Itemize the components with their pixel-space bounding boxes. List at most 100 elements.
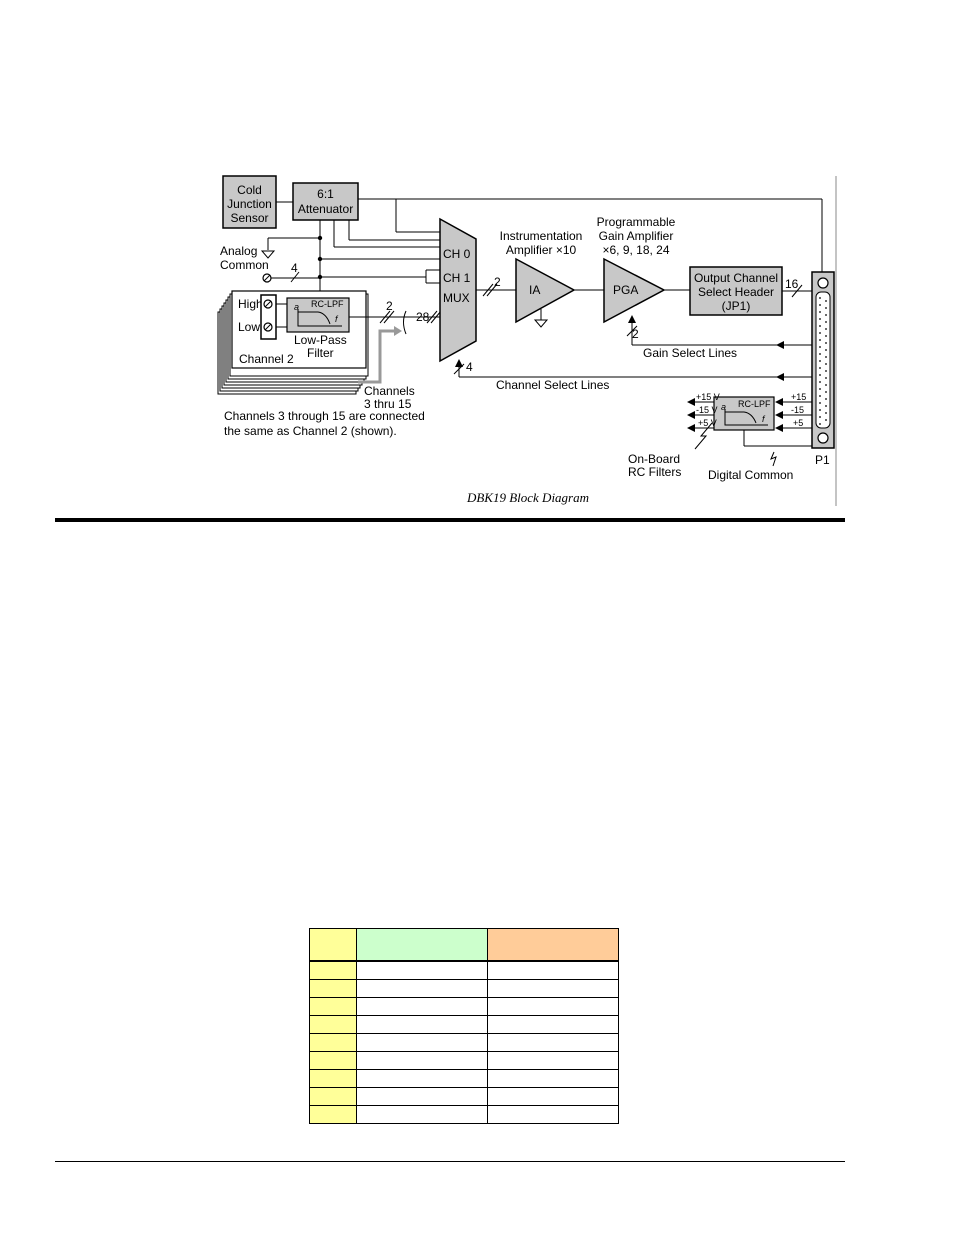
bus-width-4-label: 4 <box>291 261 298 275</box>
attenuator-label-1: 6:1 <box>317 187 334 201</box>
low-input-label: Low <box>238 320 260 334</box>
table-cell <box>356 1105 488 1124</box>
ia-caption-2: Amplifier ×10 <box>506 243 577 257</box>
table-cell <box>309 1087 357 1106</box>
ia-caption-1: Instrumentation <box>500 229 583 243</box>
table-cell <box>487 1105 619 1124</box>
table-cell <box>309 979 357 998</box>
attenuator-label-2: Attenuator <box>298 202 353 216</box>
table-row <box>309 960 619 980</box>
table-header-cell <box>309 928 357 962</box>
cjs-label-1: Cold <box>237 183 262 197</box>
onboard-rc-label-2: RC Filters <box>628 465 681 479</box>
analog-ground-icon <box>260 250 276 259</box>
analog-common-label-1: Analog <box>220 244 257 258</box>
channels-note-2: the same as Channel 2 (shown). <box>224 424 397 438</box>
table-cell <box>487 1069 619 1088</box>
bus-width-16-label: 16 <box>785 277 799 291</box>
ocsh-label-3: (JP1) <box>722 299 751 313</box>
bus-width-28-label: 28 <box>416 310 430 324</box>
table-row <box>309 979 619 998</box>
plus15-in-label: +15 <box>791 392 806 402</box>
ia-ground-icon <box>533 319 549 328</box>
table-cell <box>309 1051 357 1070</box>
table-cell <box>487 1033 619 1052</box>
table-cell <box>356 1069 488 1088</box>
table-header-row <box>309 928 619 962</box>
table-row <box>309 997 619 1016</box>
p1-label: P1 <box>815 453 830 467</box>
mux-block: CH 0 CH 1 MUX <box>439 217 477 363</box>
minus15v-out-label: -15 V <box>696 405 718 415</box>
channels-label-2: 3 thru 15 <box>364 397 412 411</box>
table-cell <box>356 979 488 998</box>
programmable-gain-amplifier-block: PGA <box>603 257 666 324</box>
dbk19-block-diagram: Cold Junction Sensor 6:1 Attenuator Anal… <box>217 175 837 506</box>
channels-label-1: Channels <box>364 384 415 398</box>
bus-width-2c-label: 2 <box>632 327 639 341</box>
pga-caption-2: Gain Amplifier <box>599 229 674 243</box>
cjs-label-3: Sensor <box>230 211 268 225</box>
table-cell <box>309 1033 357 1052</box>
output-channel-select-header-block: Output Channel Select Header (JP1) <box>689 266 783 316</box>
table-cell <box>309 1105 357 1124</box>
pga-caption-3: ×6, 9, 18, 24 <box>602 243 669 257</box>
table-cell <box>487 1051 619 1070</box>
high-terminal-icon <box>263 299 273 309</box>
footer-divider <box>55 1161 845 1162</box>
instrumentation-amplifier-block: IA <box>515 257 576 324</box>
table-cell <box>356 1087 488 1106</box>
ch1-label: CH 1 <box>443 271 471 285</box>
channels-3-15-connector <box>358 329 395 384</box>
bus-width-2a-label: 2 <box>386 299 393 313</box>
table-row <box>309 1105 619 1124</box>
cold-junction-sensor-block: Cold Junction Sensor <box>222 175 277 229</box>
plus15v-out-label: +15 V <box>696 392 720 402</box>
cjs-label-2: Junction <box>227 197 272 211</box>
table-cell <box>356 960 488 980</box>
ocsh-label-1: Output Channel <box>694 271 778 285</box>
bus-width-4b-label: 4 <box>466 360 473 374</box>
rc-lpf-label: RC-LPF <box>311 299 344 309</box>
table-cell <box>487 997 619 1016</box>
input-terminal-block <box>260 294 277 340</box>
minus15-in-label: -15 <box>791 405 804 415</box>
pga-label: PGA <box>613 283 638 297</box>
low-terminal-icon <box>263 322 273 332</box>
table-cell <box>487 960 619 980</box>
high-input-label: High <box>238 297 263 311</box>
table-cell <box>309 1015 357 1034</box>
table-cell <box>309 997 357 1016</box>
filter-a-label: a <box>294 302 299 312</box>
table-cell <box>356 997 488 1016</box>
ch0-label: CH 0 <box>443 247 471 261</box>
p1-connector <box>811 271 835 449</box>
table-row <box>309 1051 619 1070</box>
plus5-in-label: +5 <box>793 418 803 428</box>
onboard-a-label: a <box>721 402 726 412</box>
gain-table <box>309 928 619 1124</box>
diagram-caption: DBK19 Block Diagram <box>466 490 589 505</box>
table-row <box>309 1069 619 1088</box>
table-row <box>309 1033 619 1052</box>
table-row <box>309 1087 619 1106</box>
onboard-rc-lpf-label: RC-LPF <box>738 399 771 409</box>
attenuator-block: 6:1 Attenuator <box>292 182 359 221</box>
table-row <box>309 1015 619 1034</box>
ocsh-label-2: Select Header <box>698 285 774 299</box>
filter-f-label: f <box>335 314 339 324</box>
channels-note-1: Channels 3 through 15 are connected <box>224 409 425 423</box>
onboard-f-label: f <box>762 414 766 424</box>
table-cell <box>487 979 619 998</box>
plus5v-out-label: +5 V <box>698 418 717 428</box>
table-cell <box>487 1015 619 1034</box>
gain-select-lines-label: Gain Select Lines <box>643 346 737 360</box>
table-cell <box>309 960 357 980</box>
onboard-rc-filter-block: RC-LPF a f <box>713 396 775 431</box>
channel-2-label: Channel 2 <box>239 352 294 366</box>
table-cell <box>356 1051 488 1070</box>
mux-label: MUX <box>443 291 470 305</box>
table-cell <box>356 1015 488 1034</box>
table-header-cell <box>356 928 488 962</box>
bus-width-2b-label: 2 <box>494 275 501 289</box>
